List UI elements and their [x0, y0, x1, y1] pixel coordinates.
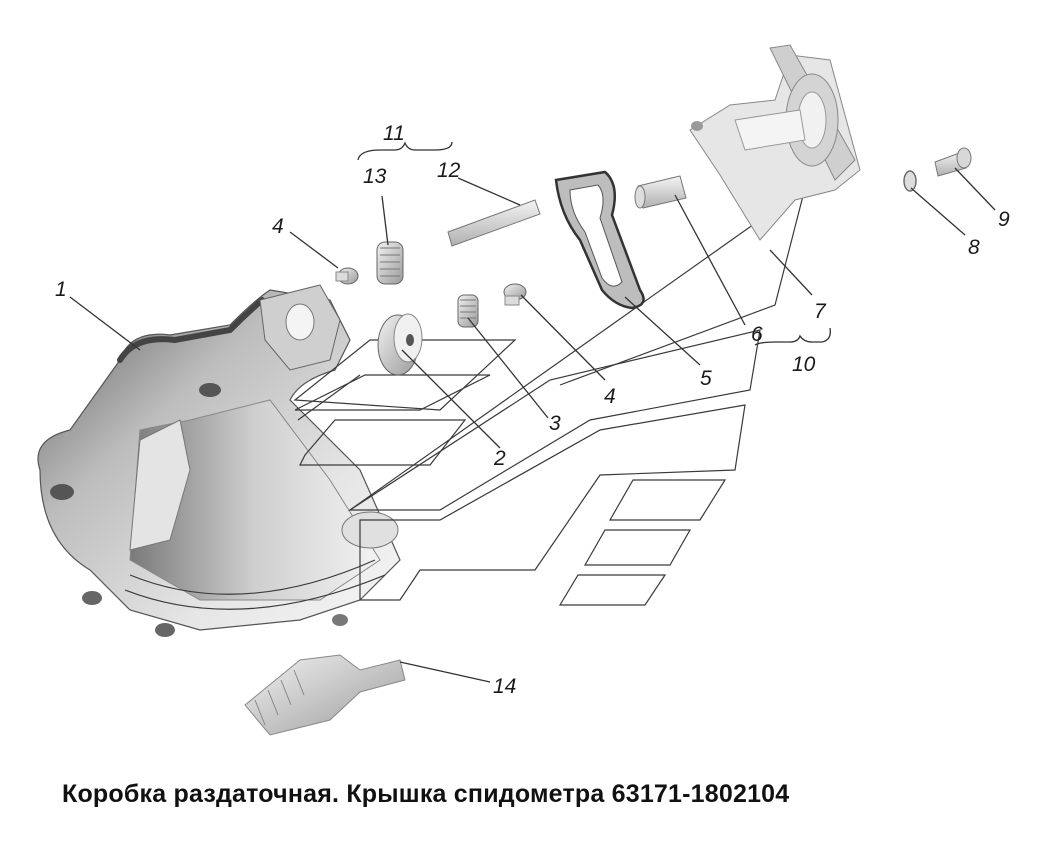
callout-12: 12: [437, 159, 461, 182]
callout-6: 6: [751, 323, 763, 346]
callout-2: 2: [493, 447, 506, 470]
part-14-shaft: [244, 654, 406, 736]
callout-4b: 4: [604, 385, 616, 408]
callout-4a: 4: [272, 215, 284, 238]
part-13-gear: [376, 241, 404, 285]
part-8-washer: [903, 170, 917, 192]
leader-lines: [69, 141, 996, 683]
callout-5: 5: [700, 367, 712, 390]
callout-11: 11: [383, 122, 405, 145]
cover-outline: [293, 186, 806, 606]
part-4-screw-a: [335, 267, 359, 285]
callout-13: 13: [363, 165, 387, 188]
callout-14: 14: [493, 675, 516, 698]
part-12-axle: [447, 199, 541, 247]
part-3-gear: [457, 294, 479, 328]
callout-8: 8: [968, 236, 980, 259]
part-6-sleeve: [634, 175, 687, 209]
part-7-cover: [689, 44, 861, 241]
callout-10: 10: [792, 353, 816, 376]
callout-1: 1: [55, 278, 67, 301]
callout-9: 9: [998, 208, 1010, 231]
housing-part-1: [37, 284, 401, 637]
callout-3: 3: [549, 412, 561, 435]
callout-7: 7: [814, 300, 827, 323]
part-2-bush: [377, 313, 423, 376]
part-5-gasket: [554, 170, 645, 310]
part-4-screw-b: [503, 283, 527, 306]
figure-caption: Коробка раздаточная. Крышка спидометра 6…: [62, 780, 790, 808]
part-9-bolt: [934, 147, 972, 177]
callout-labels: 1 2 3 4 4 5 6 7 8 9 10 11 12 13 14: [55, 122, 1010, 698]
